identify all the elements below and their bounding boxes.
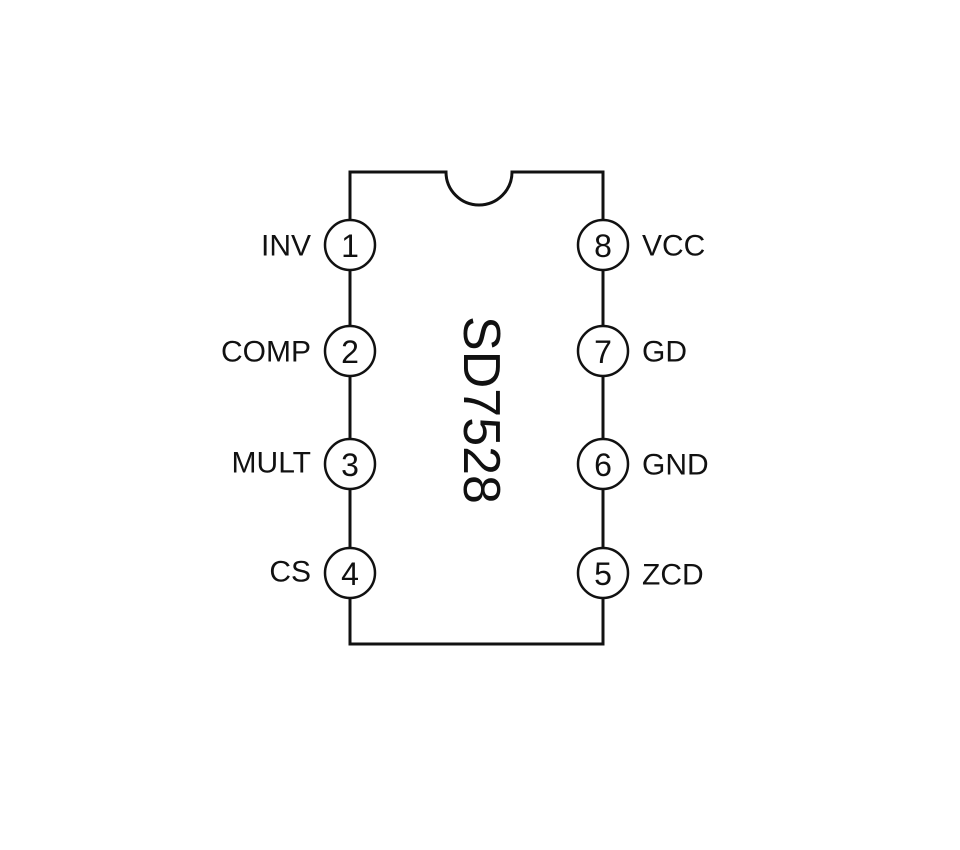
pin-8-circle <box>576 218 630 272</box>
pin-1: 1 INV <box>261 218 377 272</box>
pin-8-number: 8 <box>594 228 612 264</box>
pin-4: 4 CS <box>269 546 377 600</box>
pin-8: 8 VCC <box>576 218 705 272</box>
pin-6: 6 GND <box>576 437 709 491</box>
pin-6-circle <box>576 437 630 491</box>
pin-8-name: VCC <box>642 230 705 263</box>
pin-3-circle <box>323 437 377 491</box>
pin-5-name: ZCD <box>642 559 704 592</box>
pin-4-circle <box>323 546 377 600</box>
pin-1-circle <box>323 218 377 272</box>
chip-body-outline <box>348 170 605 646</box>
pin-5-circle <box>576 546 630 600</box>
pin-5: 5 ZCD <box>576 546 704 600</box>
pin-2: 2 COMP <box>221 324 377 378</box>
pin-4-name: CS <box>269 556 311 589</box>
pin-4-number: 4 <box>341 556 359 592</box>
pin-6-number: 6 <box>594 447 612 483</box>
pin-7-number: 7 <box>594 334 612 370</box>
pin-7-name: GD <box>642 336 687 369</box>
pin-7: 7 GD <box>576 324 687 378</box>
pin-2-number: 2 <box>341 334 359 370</box>
pin-2-name: COMP <box>221 336 311 369</box>
part-number-label: SD7528 <box>452 316 510 504</box>
pin-1-name: INV <box>261 230 311 263</box>
pin-6-name: GND <box>642 449 709 482</box>
pin-7-circle <box>576 324 630 378</box>
pin-3-name: MULT <box>232 447 311 480</box>
pin-2-circle <box>323 324 377 378</box>
pin-1-number: 1 <box>341 228 359 264</box>
pin-3: 3 MULT <box>232 437 377 491</box>
pin-5-number: 5 <box>594 556 612 592</box>
pin-3-number: 3 <box>341 447 359 483</box>
